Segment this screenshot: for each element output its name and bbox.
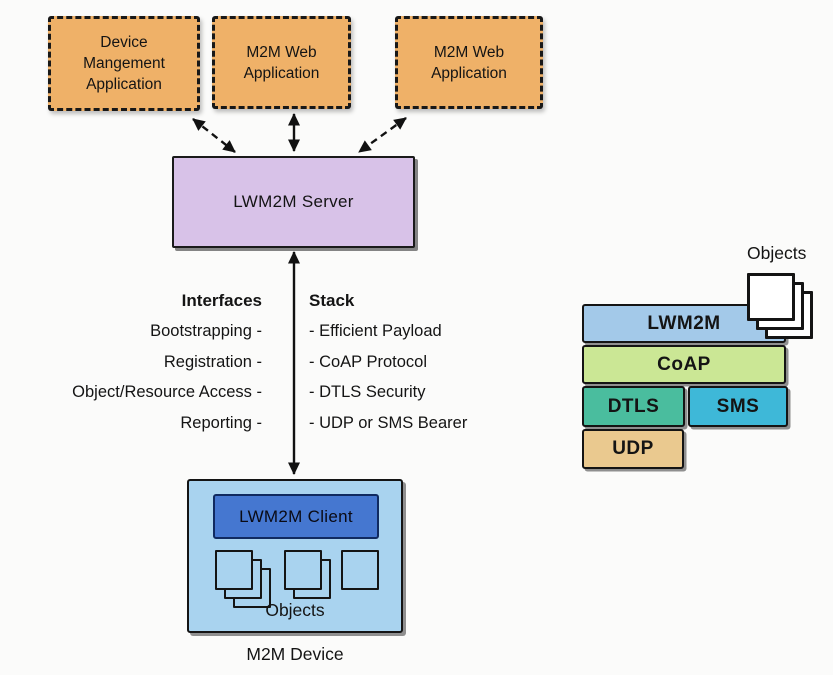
device-objects-stack-1 [341, 550, 379, 590]
device-objects-label: Objects [265, 600, 325, 620]
object-square [284, 550, 322, 590]
protocol-objects-label: Objects [747, 243, 807, 263]
object-square [341, 550, 379, 590]
device-objects-stack-2 [284, 550, 331, 599]
stack-item-dtls-security: - DTLS Security [309, 383, 426, 401]
interfaces-item-object-resource-access: Object/Resource Access - [72, 383, 262, 401]
m2m-web-application-box-1: M2M Web Application [212, 16, 351, 109]
protocol-layer-dtls: DTLS [582, 386, 685, 427]
stack-item-coap-protocol: - CoAP Protocol [309, 352, 427, 371]
arrow-devmgmt-server [192, 118, 236, 153]
m2m-web-application-box-2: M2M Web Application [395, 16, 543, 109]
protocol-layer-udp: UDP [582, 429, 684, 469]
lwm2m-server-box: LWM2M Server [172, 156, 415, 248]
arrow-webapp2-server [358, 117, 407, 153]
object-square [215, 550, 253, 590]
interfaces-column: Interfaces Bootstrapping - Registration … [0, 285, 262, 438]
m2m-device-box: LWM2M Client Objects [187, 479, 403, 633]
paper-square [747, 273, 795, 321]
interfaces-item-reporting: Reporting - [180, 413, 262, 432]
stack-item-udp-sms-bearer: - UDP or SMS Bearer [309, 413, 468, 432]
protocol-layer-coap: CoAP [582, 345, 786, 384]
protocol-layer-sms: SMS [688, 386, 788, 427]
stack-item-efficient-payload: - Efficient Payload [309, 322, 442, 340]
m2m-device-caption: M2M Device [246, 644, 344, 664]
device-objects-stack-3 [215, 550, 271, 608]
interfaces-heading: Interfaces [181, 291, 262, 310]
device-management-application-box: Device Mangement Application [48, 16, 200, 111]
lwm2m-client-box: LWM2M Client [213, 494, 379, 539]
stack-column: Stack - Efficient Payload - CoAP Protoco… [309, 285, 539, 438]
interfaces-item-registration: Registration - [163, 352, 262, 371]
protocol-objects-papers-icon [747, 273, 813, 339]
interfaces-item-bootstrapping: Bootstrapping - [150, 322, 262, 340]
stack-heading: Stack [309, 291, 355, 310]
